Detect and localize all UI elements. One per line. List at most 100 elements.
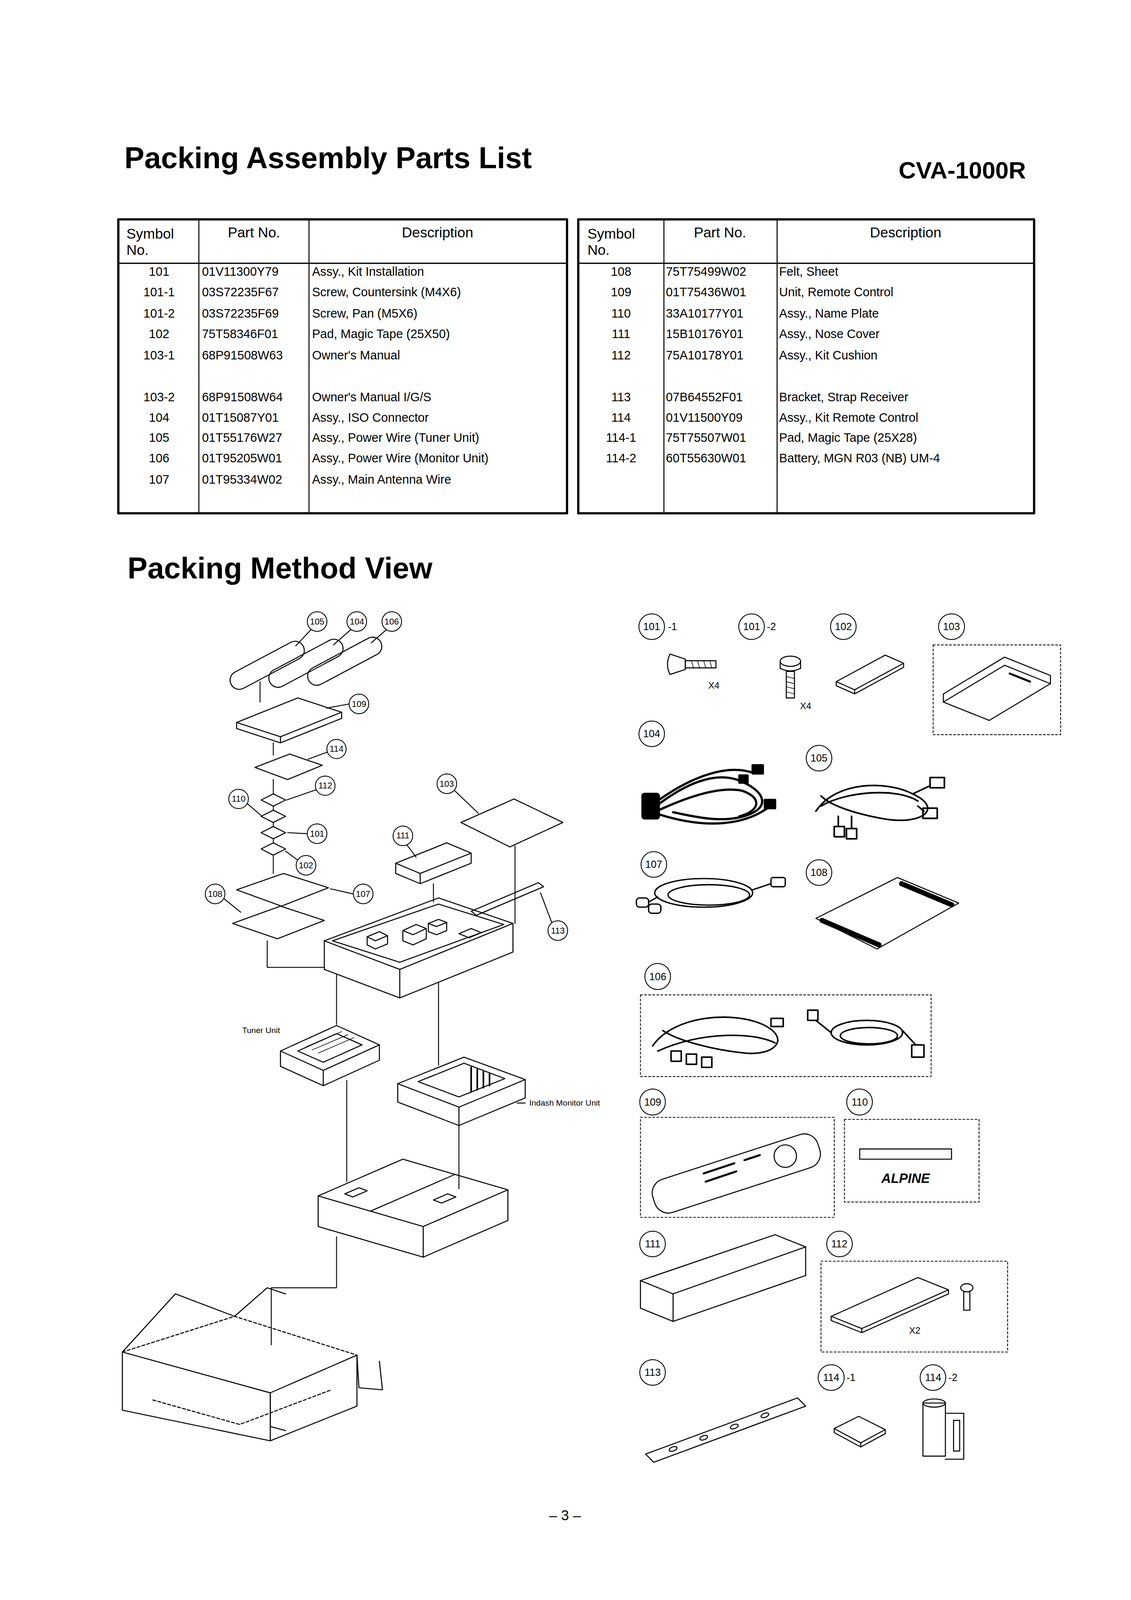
battery (923, 1398, 965, 1459)
iso-connector-cable (642, 765, 776, 824)
callout-text: 112 (318, 781, 333, 790)
table-cell: 102 (148, 326, 170, 341)
remote-pad (834, 1416, 886, 1447)
magic-tape-pad (836, 663, 904, 694)
table-cell: Assy., Nose Cover (779, 326, 880, 341)
callout-text: 106 (384, 617, 400, 626)
table-cell: Assy., Kit Remote Control (779, 410, 919, 425)
power-wire-tuner (834, 826, 845, 837)
callout-number: 110 (846, 1088, 873, 1115)
carton (122, 1351, 358, 1393)
assembly-line (259, 681, 515, 1345)
text-label: Symbol No. (587, 225, 649, 259)
antenna-wire (770, 877, 785, 887)
assembly-line (259, 681, 261, 703)
battery (923, 1402, 946, 1456)
callout-number: 101 (638, 613, 665, 640)
callout-text: 108 (207, 889, 223, 898)
name-plate (844, 1119, 980, 1202)
text-label: Part No. (227, 224, 281, 241)
table-cell: 75T58346F01 (201, 326, 278, 341)
text-label: -2 (948, 1371, 958, 1383)
power-wire-tuner (821, 792, 919, 807)
kit-cushion (821, 1260, 1008, 1352)
table-cell: 103-1 (143, 347, 175, 362)
antenna-wire (654, 878, 753, 907)
iso-connector-cable (642, 793, 659, 819)
callout-number: 113 (547, 920, 569, 941)
table-grid (198, 219, 200, 514)
table-grid (118, 262, 567, 264)
table-cell: 101-2 (143, 306, 175, 321)
remote-control (640, 1116, 835, 1217)
page-title: Packing Assembly Parts List (124, 140, 532, 176)
table-cell: Assy., Kit Cushion (779, 347, 878, 362)
text-label: -1 (667, 620, 677, 633)
antenna-wire (667, 884, 750, 905)
name-plate (859, 1148, 952, 1159)
table-grid (118, 219, 567, 514)
upper-tray (332, 903, 504, 962)
table-cell: Felt, Sheet (779, 264, 839, 279)
callout-text: 101 (643, 621, 661, 632)
assembly-line (272, 854, 274, 874)
carton (270, 1392, 286, 1431)
felt-bag (901, 883, 953, 905)
table-cell: 15B10176Y01 (665, 326, 744, 341)
table-cell: Assy., Name Plate (779, 306, 880, 321)
table-grid (578, 219, 1035, 514)
text-label: -2 (766, 620, 776, 633)
table-cell: 106 (148, 451, 170, 466)
power-wire-monitor (770, 1018, 784, 1027)
upper-tray (402, 924, 427, 945)
screw-countersink (691, 660, 712, 668)
callout-text: 102 (834, 621, 852, 632)
remote-pad (834, 1428, 886, 1447)
upper-tray (324, 923, 514, 998)
table-cell: 107 (148, 472, 170, 487)
callout-text: 104 (643, 728, 661, 739)
magic-tape-pad (836, 655, 904, 694)
power-wire-monitor (840, 1027, 898, 1044)
assembly-line (272, 742, 274, 755)
table-cell: 33A10177Y01 (665, 306, 744, 321)
power-wire-tuner (816, 777, 945, 839)
table-cell: Pad, Magic Tape (25X50) (311, 326, 450, 341)
callout-number: 107 (640, 851, 668, 878)
table-cell: Assy., Power Wire (Tuner Unit) (311, 430, 480, 445)
table-cell: Battery, MGN R03 (NB) UM-4 (779, 451, 941, 466)
lower-tray (318, 1189, 508, 1257)
monitor-unit (397, 1056, 526, 1126)
carton (122, 1293, 235, 1352)
power-wire-tuner (923, 807, 938, 819)
leader-line (371, 629, 387, 643)
leader-line (224, 898, 241, 913)
leader-line (454, 790, 479, 814)
callout-number: 104 (638, 720, 665, 747)
felt-bag (816, 877, 960, 949)
small-parts (261, 826, 286, 839)
table-cell: Assy., ISO Connector (311, 410, 429, 425)
wire-bag (227, 633, 386, 693)
tuner-unit (280, 1044, 380, 1086)
table-cell: 01T55176W27 (201, 430, 283, 445)
table-cell: 75T75507W01 (665, 430, 747, 445)
manual-set (943, 656, 1051, 702)
leader-line (326, 703, 350, 709)
remote-box (236, 711, 342, 743)
table-grid (308, 219, 310, 514)
table-grid (118, 219, 1035, 514)
table-cell: 01T95205W01 (201, 451, 283, 466)
manual-sheet (460, 798, 563, 847)
table-cell: 114-1 (606, 430, 637, 445)
strap-receiver (729, 1422, 739, 1430)
table-cell: 75T75499W02 (665, 264, 747, 279)
screw-countersink (667, 653, 686, 675)
callout-number: 109 (348, 693, 370, 715)
leader-line (295, 629, 312, 646)
table-cell: 68P91508W64 (201, 389, 283, 404)
callout-number: 111 (392, 825, 414, 846)
tuner-unit (280, 1025, 380, 1086)
callout-number: 102 (295, 854, 317, 876)
text-label: Part No. (693, 224, 747, 241)
